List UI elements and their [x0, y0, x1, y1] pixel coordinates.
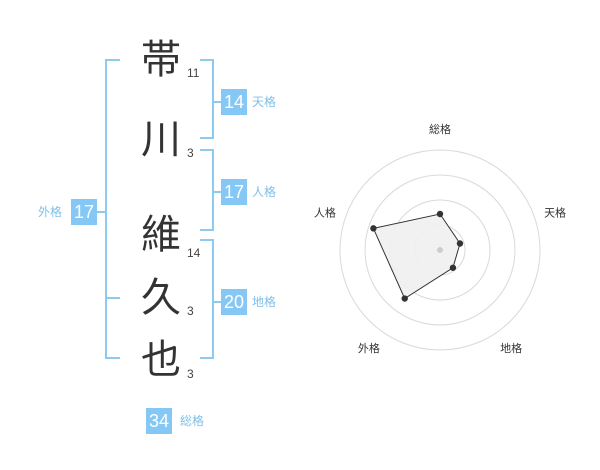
chikaku-label: 地格 [252, 295, 277, 309]
gaikaku-value-badge: 17 [71, 199, 98, 225]
radar-point-4 [401, 295, 408, 302]
gaikaku-bracket [105, 59, 120, 359]
radar-point-1 [436, 210, 444, 218]
name-char-5: 也 [141, 337, 181, 383]
radar-point-2 [456, 240, 464, 247]
radar-axis-label-1: 総格 [429, 122, 451, 136]
tenkaku-bracket [200, 59, 214, 139]
radar-grid-ring [364, 174, 516, 326]
name-char-3: 維 [141, 212, 181, 258]
soukaku-label: 総格 [180, 414, 205, 428]
chikaku-value-badge: 20 [221, 289, 248, 315]
radar-grid-ring [339, 149, 541, 351]
jinkaku-label: 人格 [252, 185, 277, 199]
jinkaku-value-badge: 17 [221, 179, 248, 205]
tenkaku-label: 天格 [252, 95, 277, 109]
soukaku-value-badge: 34 [146, 408, 173, 434]
jinkaku-bracket [200, 149, 214, 231]
tenkaku-value-badge: 14 [221, 89, 248, 115]
stroke-count-3: 14 [187, 246, 201, 260]
radar-axis-label-5: 人格 [314, 206, 336, 220]
radar-center-dot [437, 247, 443, 253]
stroke-count-4: 3 [187, 304, 194, 318]
radar-point-5 [370, 225, 377, 232]
radar-polygon [372, 213, 461, 300]
stroke-count-1: 11 [187, 66, 200, 80]
gaikaku-label: 外格 [38, 205, 63, 219]
stroke-count-5: 3 [187, 367, 194, 381]
radar-axis-label-4: 外格 [358, 341, 380, 355]
name-char-1: 帯 [141, 37, 181, 83]
radar-axis-label-2: 天格 [544, 206, 566, 220]
radar-axis-label-3: 地格 [500, 341, 522, 355]
stroke-count-2: 3 [187, 146, 194, 160]
name-char-2: 川 [141, 117, 181, 163]
radar-point-3 [449, 264, 457, 271]
chikaku-bracket [200, 239, 214, 359]
name-char-4: 久 [141, 275, 181, 321]
